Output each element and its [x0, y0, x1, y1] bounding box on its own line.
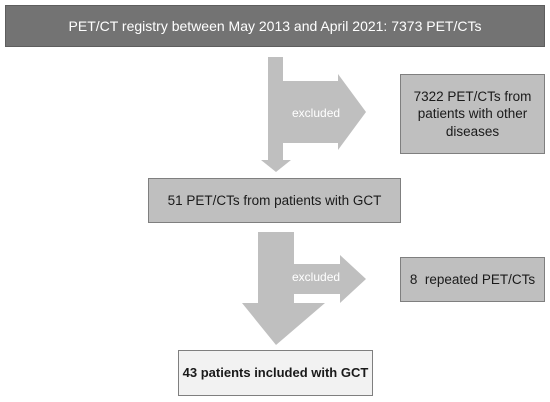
repeated-petct-box: 8 repeated PET/CTs [400, 257, 545, 302]
registry-text: PET/CT registry between May 2013 and Apr… [68, 17, 482, 34]
included-patients-text: 43 patients included with GCT [182, 364, 369, 380]
registry-box: PET/CT registry between May 2013 and Apr… [5, 5, 545, 47]
excluded-label-1: excluded [292, 106, 341, 120]
excluded-line-1: 7322 PET/CTs from [413, 88, 532, 104]
excluded-line-3: diseases [445, 123, 500, 139]
gct-petct-text: 51 PET/CTs from patients with GCT [167, 192, 382, 208]
gct-petct-box: 51 PET/CTs from patients with GCT [148, 178, 401, 223]
repeated-petct-text: 8 repeated PET/CTs [409, 271, 536, 287]
arrow-excluded-2 [242, 232, 366, 345]
excluded-other-diseases-box: 7322 PET/CTs from patients with other di… [400, 74, 545, 154]
excluded-label-2: excluded [292, 270, 341, 284]
excluded-line-2: patients with other [417, 106, 528, 122]
included-patients-box: 43 patients included with GCT [178, 350, 373, 396]
excluded-other-diseases-text: 7322 PET/CTs from patients with other di… [414, 88, 532, 141]
arrow-excluded-1 [261, 57, 366, 172]
